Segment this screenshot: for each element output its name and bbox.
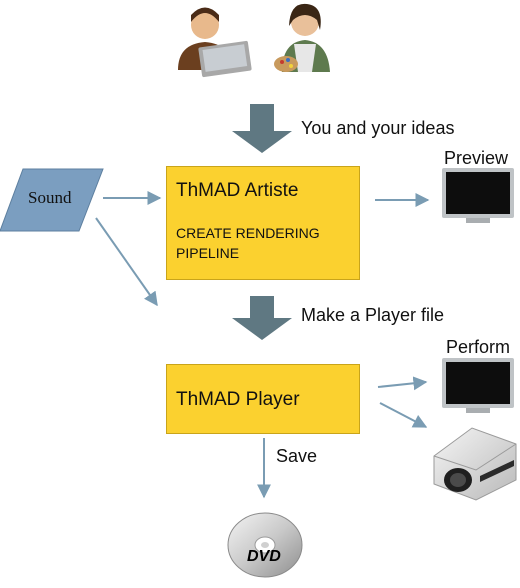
big-arrow-ideas [232,104,292,153]
arrow-player-to-perform [377,376,428,391]
monitor-icon [442,168,514,223]
save-label: Save [276,446,318,466]
player-box: ThMAD Player [166,364,360,434]
arrow-player-to-projector [379,402,428,428]
preview-label: Preview [444,148,509,168]
dvd-logo-text: DVD [247,548,281,565]
artiste-body-line2: PIPELINE [176,245,240,261]
arrow-sound-to-player [95,217,158,307]
player-file-label: Make a Player file [301,305,445,325]
monitor-icon [442,358,514,413]
artiste-body-line1: CREATE RENDERING [176,225,320,241]
ideas-label: You and your ideas [301,118,455,138]
artiste-title: ThMAD Artiste [176,180,299,201]
sound-label: Sound [28,188,72,207]
perform-label: Perform [446,337,511,357]
users-icon [178,3,330,78]
player-title: ThMAD Player [176,389,300,410]
sound-node [0,168,104,232]
artiste-box: ThMAD Artiste CREATE RENDERING PIPELINE [166,166,360,280]
big-arrow-player-file [232,296,292,340]
projector-icon [433,427,517,501]
dvd-disc-icon [227,512,303,578]
